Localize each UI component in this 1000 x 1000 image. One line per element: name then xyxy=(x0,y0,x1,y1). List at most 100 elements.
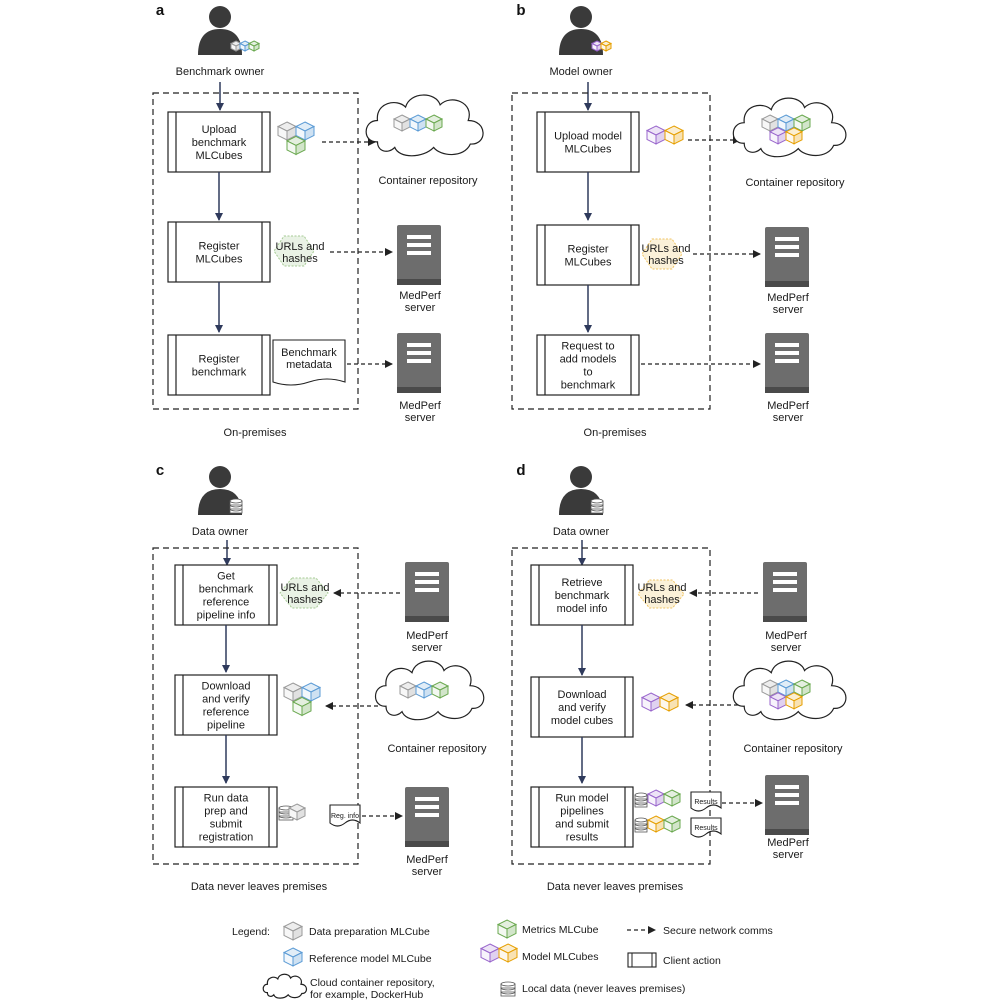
server-slot xyxy=(415,797,439,801)
hash-hexagon-icon xyxy=(637,579,685,609)
premises-boundary xyxy=(152,547,359,865)
database-icon xyxy=(500,981,516,997)
cube-right xyxy=(507,947,518,963)
server-icon xyxy=(765,333,809,393)
cube-right xyxy=(304,125,315,141)
person-head xyxy=(209,6,231,28)
server-label-line: MedPerf xyxy=(767,292,810,304)
action-box-frame xyxy=(536,224,640,286)
action-label-line: Run model xyxy=(555,793,608,805)
actor-label: Model owner xyxy=(550,66,613,78)
action-label-line: MLCubes xyxy=(564,257,612,269)
action-label-line: pipeline info xyxy=(197,610,256,622)
legend-cloud-line: for example, DockerHub xyxy=(310,989,423,1000)
database-top xyxy=(590,498,604,504)
hash-hexagon-icon xyxy=(273,235,315,267)
server-slot xyxy=(415,813,439,817)
person-head xyxy=(570,6,592,28)
premises-boundary xyxy=(511,547,711,865)
action-label-line: submit xyxy=(210,819,242,831)
urls-hashes-label-line: hashes xyxy=(282,253,318,265)
urls-hashes-label-line: hashes xyxy=(287,594,323,606)
panel-letter: c xyxy=(156,462,164,479)
server-slot xyxy=(775,801,799,805)
action-label-line: MLCubes xyxy=(195,150,243,162)
action-box-frame xyxy=(536,334,640,396)
action-box-frame xyxy=(530,786,634,848)
hexagon-shape xyxy=(641,238,683,270)
action-label-line: to xyxy=(583,367,592,379)
cube-right xyxy=(292,925,303,941)
cube-right xyxy=(801,683,811,697)
server-label-line: MedPerf xyxy=(767,400,810,412)
legend-model: Model MLCubes xyxy=(522,951,598,963)
hash-hexagon-icon xyxy=(641,238,683,270)
data-prep-cube-icon xyxy=(282,921,304,941)
server-label-line: MedPerf xyxy=(406,854,449,866)
person-icon xyxy=(198,6,261,55)
server-icon xyxy=(397,333,441,393)
legend-reference: Reference model MLCube xyxy=(309,953,432,965)
cube-right xyxy=(296,807,306,821)
urls-hashes-label-line: URLs and xyxy=(281,582,330,594)
server-slot xyxy=(415,588,439,592)
cube-cluster xyxy=(640,692,680,712)
cube-icon xyxy=(285,135,307,156)
panel-letter: d xyxy=(516,462,525,479)
action-label-line: add models xyxy=(560,354,617,366)
person-head xyxy=(570,466,592,488)
cube-icon xyxy=(300,682,322,702)
action-label-line: Retrieve xyxy=(562,577,603,589)
server-slot xyxy=(773,580,797,584)
action-label-line: reference xyxy=(203,597,249,609)
hexagon-shape xyxy=(273,235,315,267)
server-slot xyxy=(775,351,799,355)
action-label-line: model info xyxy=(557,603,608,615)
hash-hexagon-icon xyxy=(279,577,329,609)
server-base xyxy=(765,829,809,835)
server-icon xyxy=(763,562,807,622)
cube-icon xyxy=(247,40,261,52)
metadata-label-line: Benchmark xyxy=(281,347,337,359)
results-label: Results xyxy=(694,825,718,832)
database-icon xyxy=(634,792,648,808)
person-icon xyxy=(198,466,243,515)
action-label-line: prep and xyxy=(204,806,247,818)
legend-cloud: Cloud container repository,for example, … xyxy=(310,977,435,1000)
database-icon xyxy=(229,498,243,514)
server-label-line: server xyxy=(773,849,804,861)
action-label-line: reference xyxy=(203,707,249,719)
action-label-line: Upload model xyxy=(554,131,622,143)
cube-cluster xyxy=(276,121,316,156)
cube-icon xyxy=(646,789,666,807)
metrics-cube-icon xyxy=(496,919,518,939)
cube-right xyxy=(253,42,260,52)
cube-icon xyxy=(287,803,307,821)
cube-icon xyxy=(291,696,313,717)
panel-letter: b xyxy=(516,2,525,19)
person-head xyxy=(209,466,231,488)
server-slot xyxy=(775,785,799,789)
action-label-line: Run data xyxy=(204,793,250,805)
cloud-outline xyxy=(262,973,308,999)
action-label-line: Register xyxy=(199,241,240,253)
cube-right xyxy=(673,129,684,145)
server-base xyxy=(765,281,809,287)
server-label-line: server xyxy=(412,642,443,654)
cube-icon xyxy=(784,692,804,710)
database-top xyxy=(634,792,648,798)
results-label: Results xyxy=(694,799,718,806)
